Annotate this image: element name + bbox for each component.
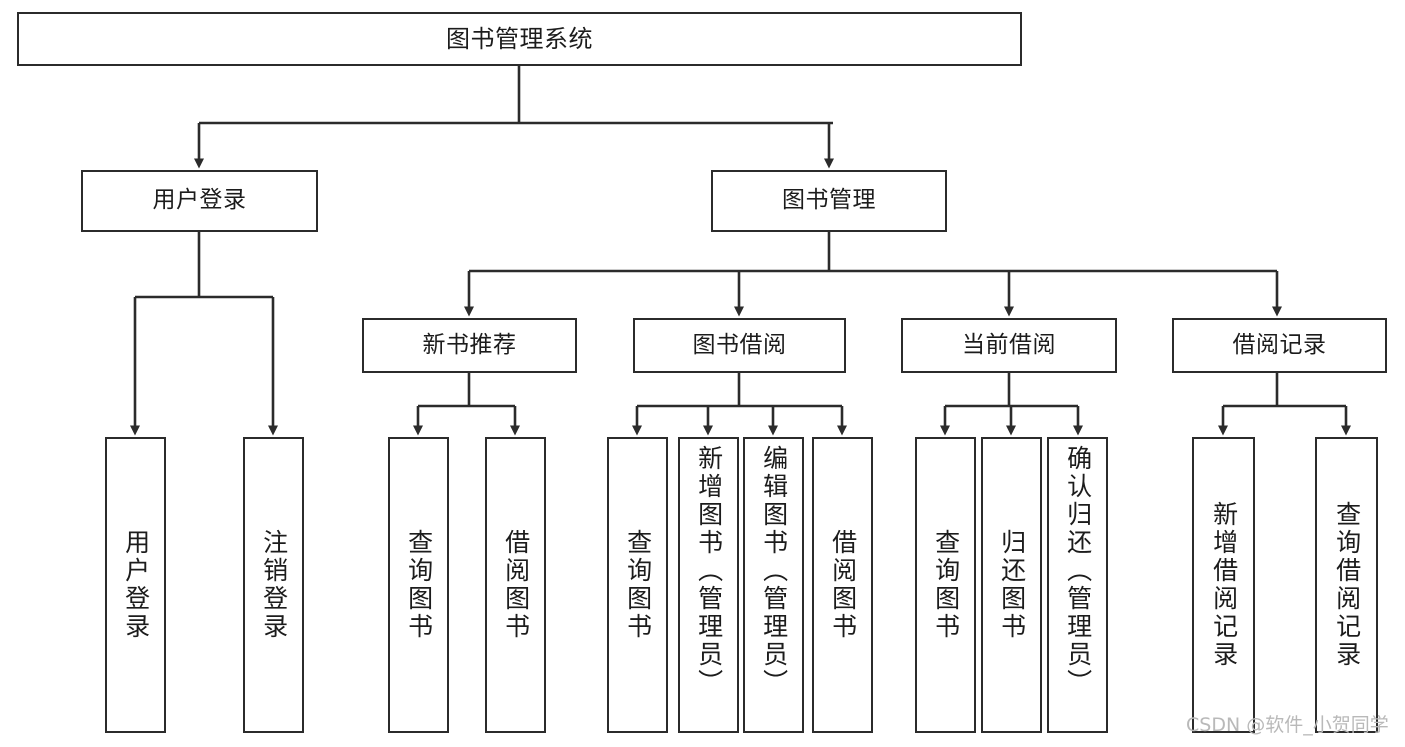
leaf-current-borrow-confirm-return[interactable]: 确认归还（管理员）	[1047, 437, 1108, 733]
node-book-management[interactable]: 图书管理	[711, 170, 947, 232]
node-new-book-recommend-label: 新书推荐	[422, 331, 517, 358]
leaf-book-borrow-add-label: 新增图书（管理员）	[694, 445, 724, 697]
leaf-current-borrow-query[interactable]: 查询图书	[915, 437, 976, 733]
node-new-book-recommend[interactable]: 新书推荐	[362, 318, 577, 373]
leaf-book-borrow-query-label: 查询图书	[623, 529, 653, 641]
leaf-new-book-borrow[interactable]: 借阅图书	[485, 437, 546, 733]
node-user-login-label: 用户登录	[152, 187, 247, 214]
node-root-label: 图书管理系统	[446, 24, 593, 53]
leaf-current-borrow-query-label: 查询图书	[931, 529, 961, 641]
leaf-user-login-login[interactable]: 用户登录	[105, 437, 166, 733]
node-borrow-record[interactable]: 借阅记录	[1172, 318, 1387, 373]
node-root[interactable]: 图书管理系统	[17, 12, 1022, 66]
node-borrow-record-label: 借阅记录	[1232, 331, 1327, 358]
leaf-user-login-login-label: 用户登录	[121, 529, 151, 641]
leaf-book-borrow-query[interactable]: 查询图书	[607, 437, 668, 733]
node-current-borrow[interactable]: 当前借阅	[901, 318, 1117, 373]
leaf-user-login-logout[interactable]: 注销登录	[243, 437, 304, 733]
node-book-borrow[interactable]: 图书借阅	[633, 318, 846, 373]
leaf-book-borrow-borrow-label: 借阅图书	[828, 529, 858, 641]
node-book-borrow-label: 图书借阅	[692, 331, 787, 358]
csdn-watermark: CSDN @软件_小贺同学	[1186, 714, 1389, 736]
leaf-current-borrow-confirm-return-label: 确认归还（管理员）	[1063, 445, 1093, 697]
leaf-book-borrow-edit-label: 编辑图书（管理员）	[759, 445, 789, 697]
leaf-borrow-record-add[interactable]: 新增借阅记录	[1192, 437, 1255, 733]
leaf-new-book-query[interactable]: 查询图书	[388, 437, 449, 733]
node-user-login[interactable]: 用户登录	[81, 170, 318, 232]
leaf-current-borrow-return[interactable]: 归还图书	[981, 437, 1042, 733]
leaf-book-borrow-edit[interactable]: 编辑图书（管理员）	[743, 437, 804, 733]
leaf-new-book-query-label: 查询图书	[404, 529, 434, 641]
leaf-book-borrow-borrow[interactable]: 借阅图书	[812, 437, 873, 733]
leaf-borrow-record-query-label: 查询借阅记录	[1332, 501, 1362, 669]
leaf-current-borrow-return-label: 归还图书	[997, 529, 1027, 641]
leaf-user-login-logout-label: 注销登录	[259, 529, 289, 641]
node-book-management-label: 图书管理	[782, 187, 876, 214]
leaf-new-book-borrow-label: 借阅图书	[501, 529, 531, 641]
leaf-book-borrow-add[interactable]: 新增图书（管理员）	[678, 437, 739, 733]
node-current-borrow-label: 当前借阅	[962, 331, 1056, 358]
leaf-borrow-record-add-label: 新增借阅记录	[1209, 501, 1239, 669]
leaf-borrow-record-query[interactable]: 查询借阅记录	[1315, 437, 1378, 733]
